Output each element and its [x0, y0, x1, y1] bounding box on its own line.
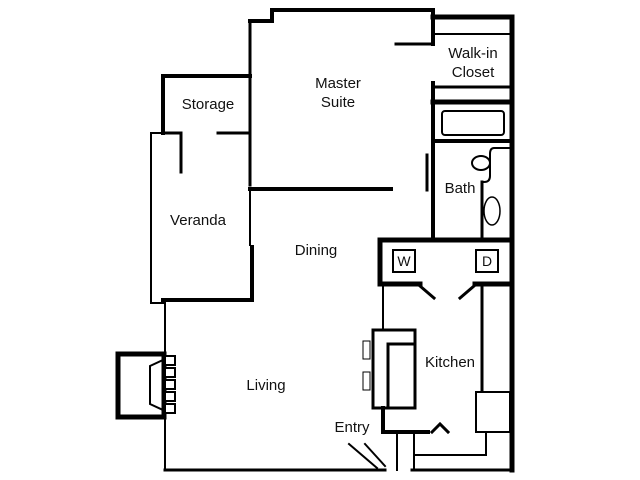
room-label-line: Walk-in: [448, 45, 498, 62]
room-label-dining: Dining: [294, 242, 338, 259]
room-label-walk-in-closet: Walk-in Closet: [435, 44, 511, 82]
room-label-veranda: Veranda: [170, 212, 226, 229]
room-label-line: Master: [315, 75, 361, 92]
room-label-entry: Entry: [334, 419, 370, 436]
room-label-line: Suite: [320, 94, 356, 111]
exterior-walls: [115, 8, 515, 473]
room-label-bath: Bath: [444, 180, 476, 197]
fireplace-grate: [164, 355, 176, 414]
dryer-symbol: D: [475, 249, 499, 273]
room-label-storage: Storage: [181, 96, 235, 113]
washer-symbol: W: [392, 249, 416, 273]
room-label-master-suite: Master Suite: [300, 74, 376, 112]
room-label-kitchen: Kitchen: [424, 354, 476, 371]
room-label-living: Living: [246, 377, 286, 394]
room-label-line: Closet: [451, 64, 495, 81]
